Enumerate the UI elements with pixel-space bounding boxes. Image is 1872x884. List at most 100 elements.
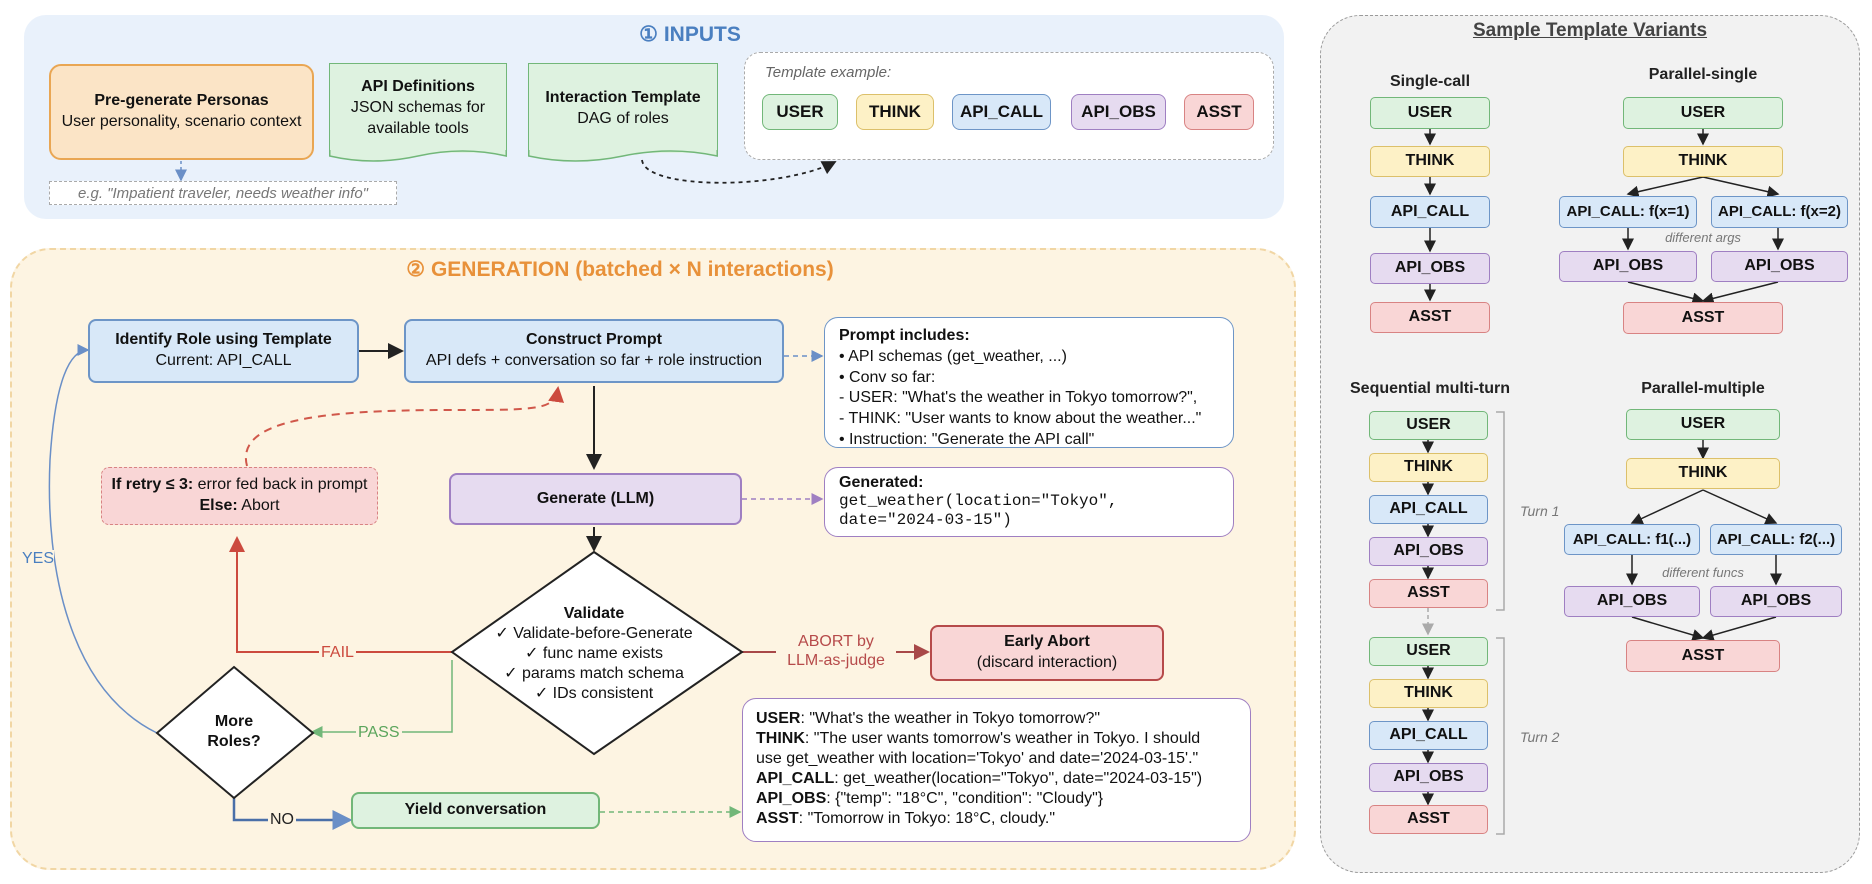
validate-title: Validate (563, 605, 625, 622)
chain-think: THINK (856, 94, 934, 130)
parallel-multiple-call-1: API_CALL: f1(...) (1564, 524, 1700, 555)
prompt-includes-line: • Conv so far: (839, 368, 936, 386)
conversation-note: USER: "What's the weather in Tokyo tomor… (742, 698, 1251, 842)
api-definitions-box: API Definitions JSON schemas for availab… (329, 63, 507, 153)
personas-title: Pre-generate Personas (94, 92, 269, 110)
generation-title: ② GENERATION (batched × N interactions) (406, 258, 834, 281)
validate-check: ✓ params match schema (504, 665, 684, 682)
chain-api-call: API_CALL (952, 94, 1051, 130)
validate-check: ✓ Validate-before-Generate (495, 625, 693, 642)
interaction-template-wave (528, 150, 718, 162)
retry-condition: If retry ≤ 3: (111, 476, 194, 494)
abort-label-line1: ABORT by (798, 633, 874, 650)
seq-turn1-think: THINK (1369, 453, 1488, 482)
conversation-line: API_OBS: {"temp": "18°C", "condition": "… (756, 789, 1237, 809)
early-abort-desc: (discard interaction) (976, 654, 1118, 671)
single-call-think: THINK (1370, 146, 1490, 177)
conversation-role: API_CALL (756, 770, 835, 787)
conversation-text: : get_weather(location="Tokyo", date="20… (834, 770, 1203, 787)
parallel-single-call-1: API_CALL: f(x=1) (1559, 196, 1697, 228)
generated-line2: date="2024-03-15") (839, 510, 1012, 529)
conversation-line: ASST: "Tomorrow in Tokyo: 18°C, cloudy." (756, 809, 1237, 829)
conversation-role: API_OBS (756, 790, 827, 807)
validate-check: ✓ IDs consistent (534, 685, 654, 702)
chain-api-obs: API_OBS (1071, 94, 1166, 130)
personas-box: Pre-generate Personas User personality, … (49, 64, 314, 160)
different-funcs-note: different funcs (1662, 565, 1744, 580)
seq-turn1-user: USER (1369, 411, 1488, 440)
no-label: NO (268, 811, 296, 829)
conversation-text: : "What's the weather in Tokyo tomorrow?… (800, 710, 1101, 727)
parallel-single-obs-2: API_OBS (1711, 251, 1848, 282)
single-call-asst: ASST (1370, 302, 1490, 333)
conversation-line: API_CALL: get_weather(location="Tokyo", … (756, 769, 1237, 789)
fail-label: FAIL (319, 644, 356, 662)
seq-turn2-api-call: API_CALL (1369, 721, 1488, 750)
seq-turn2-think: THINK (1369, 679, 1488, 708)
validate-diamond-shape (450, 550, 744, 756)
conversation-line: USER: "What's the weather in Tokyo tomor… (756, 709, 1237, 729)
parallel-multiple-call-2: API_CALL: f2(...) (1710, 524, 1842, 555)
parallel-multiple-obs-2: API_OBS (1710, 586, 1842, 617)
template-example-label: Template example: (765, 64, 892, 81)
seq-turn2-asst: ASST (1369, 805, 1488, 834)
pass-label: PASS (356, 724, 402, 742)
generate-llm-box: Generate (LLM) (449, 473, 742, 525)
api-definitions-line1: JSON schemas for (350, 99, 486, 117)
parallel-single-title: Parallel-single (1648, 66, 1758, 83)
turn-2-label: Turn 2 (1520, 729, 1560, 745)
conversation-role: THINK (756, 730, 805, 747)
construct-prompt-box: Construct Prompt API defs + conversation… (404, 319, 784, 383)
interaction-template-box: Interaction Template DAG of roles (528, 63, 718, 153)
conversation-line: THINK: "The user wants tomorrow's weathe… (756, 729, 1237, 749)
retry-else: Else: (199, 497, 238, 514)
parallel-multiple-title: Parallel-multiple (1641, 380, 1765, 397)
more-roles-diamond-shape (155, 665, 315, 800)
api-definitions-title: API Definitions (361, 78, 475, 96)
conversation-line: use get_weather with location='Tokyo' an… (756, 749, 1237, 769)
parallel-single-user: USER (1623, 97, 1783, 129)
generated-note: Generated: get_weather(location="Tokyo",… (824, 467, 1234, 537)
inputs-title: ① INPUTS (639, 23, 741, 46)
yes-label: YES (22, 550, 55, 568)
abort-label-line2: LLM-as-judge (787, 652, 885, 669)
conversation-role: ASST (756, 810, 799, 827)
parallel-single-asst: ASST (1623, 302, 1783, 334)
validate-check: ✓ func name exists (525, 645, 663, 662)
construct-prompt-desc: API defs + conversation so far + role in… (425, 352, 763, 369)
early-abort-title: Early Abort (1004, 633, 1090, 651)
parallel-single-think: THINK (1623, 146, 1783, 177)
turn-1-label: Turn 1 (1520, 503, 1560, 519)
more-roles-diamond: More Roles? (184, 712, 284, 752)
single-call-api-obs: API_OBS (1370, 253, 1490, 284)
retry-else-rest: Abort (237, 497, 280, 514)
persona-example: e.g. "Impatient traveler, needs weather … (49, 181, 397, 205)
retry-condition-rest: error fed back in prompt (193, 476, 368, 494)
chain-asst: ASST (1184, 94, 1254, 130)
prompt-includes-line: • Instruction: "Generate the API call" (839, 430, 1095, 448)
api-definitions-wave (329, 150, 507, 162)
more-roles-line1: More (214, 713, 254, 730)
identify-role-box: Identify Role using Template Current: AP… (88, 319, 359, 383)
seq-turn1-api-obs: API_OBS (1369, 537, 1488, 566)
seq-turn2-user: USER (1369, 637, 1488, 666)
conversation-role: USER (756, 710, 801, 727)
parallel-single-obs-1: API_OBS (1559, 251, 1697, 282)
chain-user: USER (762, 94, 838, 130)
conversation-text: : "The user wants tomorrow's weather in … (804, 730, 1201, 747)
prompt-includes-line: - THINK: "User wants to know about the w… (839, 410, 1202, 428)
identify-role-current: Current: API_CALL (155, 352, 292, 369)
retry-box: If retry ≤ 3: error fed back in prompt E… (101, 467, 378, 525)
conversation-text: : {"temp": "18°C", "condition": "Cloudy"… (826, 790, 1104, 807)
parallel-single-call-2: API_CALL: f(x=2) (1711, 196, 1848, 228)
single-call-user: USER (1370, 97, 1490, 129)
seq-turn1-api-call: API_CALL (1369, 495, 1488, 524)
interaction-template-title: Interaction Template (545, 88, 701, 106)
early-abort-box: Early Abort (discard interaction) (930, 625, 1164, 681)
single-call-api-call: API_CALL (1370, 196, 1490, 228)
identify-role-title: Identify Role using Template (115, 331, 332, 349)
api-definitions-line2: available tools (367, 119, 469, 137)
seq-turn1-asst: ASST (1369, 579, 1488, 608)
more-roles-line2: Roles? (207, 733, 261, 750)
different-args-note: different args (1665, 230, 1741, 245)
